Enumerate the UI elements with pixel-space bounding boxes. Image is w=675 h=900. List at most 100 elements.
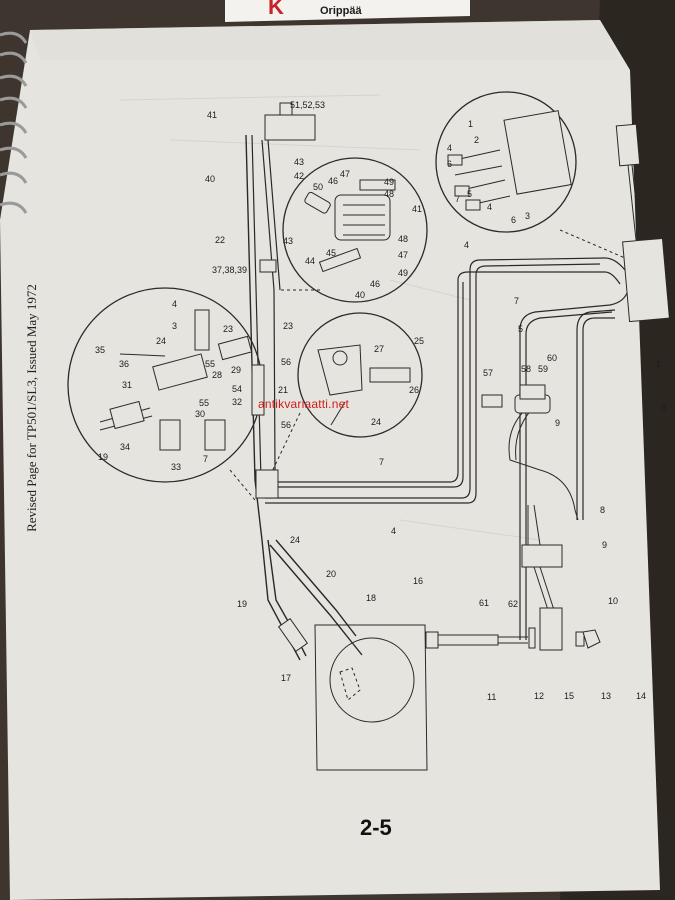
callout-label: 7: [379, 457, 385, 467]
detail-circle-valve: [435, 91, 577, 233]
callout-label: 3: [172, 321, 178, 331]
callout-label: 29: [231, 365, 242, 375]
callout-label: 30: [195, 409, 206, 419]
callout-label: 47: [340, 169, 351, 179]
callout-label: 49: [384, 177, 395, 187]
callout-label: 55: [199, 398, 210, 408]
callout-label: 12: [534, 691, 545, 701]
cylinder: [521, 544, 563, 568]
callout-label: 7: [203, 454, 209, 464]
callout-label: 18: [366, 593, 377, 603]
callout-label: 48: [398, 234, 409, 244]
callout-label: 41: [207, 110, 218, 120]
pipe-40: [261, 139, 276, 471]
callout-label: 4: [172, 299, 178, 309]
manual-page: [0, 20, 660, 900]
callout-label: 36: [119, 359, 130, 369]
callout-label: 56: [281, 357, 292, 367]
page-number: 2-5: [360, 815, 392, 840]
callout-label: 54: [232, 384, 243, 394]
pipe-6: [576, 309, 616, 520]
callout-label: 9: [555, 418, 561, 428]
callout-label: 1: [656, 359, 662, 369]
callout-label: 2: [474, 135, 480, 145]
callout-label: 22: [215, 235, 226, 245]
callout-label: 17: [281, 673, 292, 683]
callout-label: 43: [294, 157, 305, 167]
callout-label: 25: [414, 336, 425, 346]
pipe-22: [245, 134, 263, 541]
callout-label: 31: [122, 380, 133, 390]
callout-label: 23: [283, 321, 294, 331]
callout-label: 55: [205, 359, 216, 369]
callout-label: 5: [518, 324, 524, 334]
callout-label: 5: [467, 189, 473, 199]
callout-label: 6: [661, 402, 667, 412]
callout-label: 4: [391, 526, 397, 536]
callout-label: 15: [564, 691, 575, 701]
callout-label: 14: [636, 691, 647, 701]
detail-circle-fitting: [297, 312, 423, 438]
callout-label: 10: [608, 596, 619, 606]
callout-label: 57: [483, 368, 494, 378]
callout-label: 51,52,53: [290, 100, 326, 110]
callout-label: 59: [538, 364, 549, 374]
callout-label: 45: [326, 248, 337, 258]
callout-label: 44: [305, 256, 316, 266]
watermark: antikvariaatti.net: [258, 397, 349, 411]
hose-20: [269, 544, 363, 656]
callout-label: 41: [412, 204, 423, 214]
callout-label: 35: [95, 345, 106, 355]
callout-label: 50: [313, 182, 324, 192]
callout-label: 9: [602, 540, 608, 550]
callout-label: 19: [98, 452, 109, 462]
callout-label: 6: [447, 159, 453, 169]
callout-label: 13: [601, 691, 612, 701]
callout-label: 46: [328, 176, 339, 186]
callout-label: 42: [294, 171, 305, 181]
callout-label: 24: [371, 417, 382, 427]
callout-label: 16: [413, 576, 424, 586]
callout-label: 49: [398, 268, 409, 278]
callout-label: 7: [455, 194, 461, 204]
callout-label: 21: [278, 385, 289, 395]
revision-note: Revised Page for TP501/SL3, Issued May 1…: [24, 284, 39, 532]
pipe-5: [519, 289, 629, 640]
callout-label: 60: [547, 353, 558, 363]
callout-label: 24: [290, 535, 301, 545]
callout-label: 1: [468, 119, 474, 129]
callout-label: 20: [326, 569, 337, 579]
callout-label: 48: [384, 189, 395, 199]
callout-label: 4: [464, 240, 470, 250]
callout-label: 24: [156, 336, 167, 346]
callout-label: 11: [487, 692, 497, 702]
detail-circle-pump: [282, 157, 428, 303]
callout-label: 7: [514, 296, 520, 306]
callout-label: 47: [398, 250, 409, 260]
callout-label: 27: [374, 344, 385, 354]
callout-label: 62: [508, 599, 519, 609]
callout-label: 58: [521, 364, 532, 374]
pipe-4: [265, 257, 626, 499]
callout-label: 46: [370, 279, 381, 289]
pump-box: [314, 624, 428, 771]
store-logo: K: [268, 0, 284, 19]
callout-label: 23: [223, 324, 234, 334]
spiral-binding: [0, 31, 28, 214]
callout-label: 6: [511, 215, 517, 225]
store-tag-card: [225, 0, 470, 22]
callout-label: 37,38,39: [212, 265, 248, 275]
callout-label: 19: [237, 599, 248, 609]
callout-label: 28: [212, 370, 223, 380]
callout-label: 33: [171, 462, 182, 472]
store-location: Orippää: [320, 5, 362, 17]
callout-label: 3: [525, 211, 531, 221]
callout-label: 4: [487, 202, 493, 212]
shaft-12: [437, 634, 499, 646]
top-fitting: [264, 114, 316, 141]
callout-label: 43: [283, 236, 294, 246]
callout-label: 34: [120, 442, 131, 452]
pipe-7: [265, 271, 621, 483]
control-valve: [622, 237, 670, 323]
